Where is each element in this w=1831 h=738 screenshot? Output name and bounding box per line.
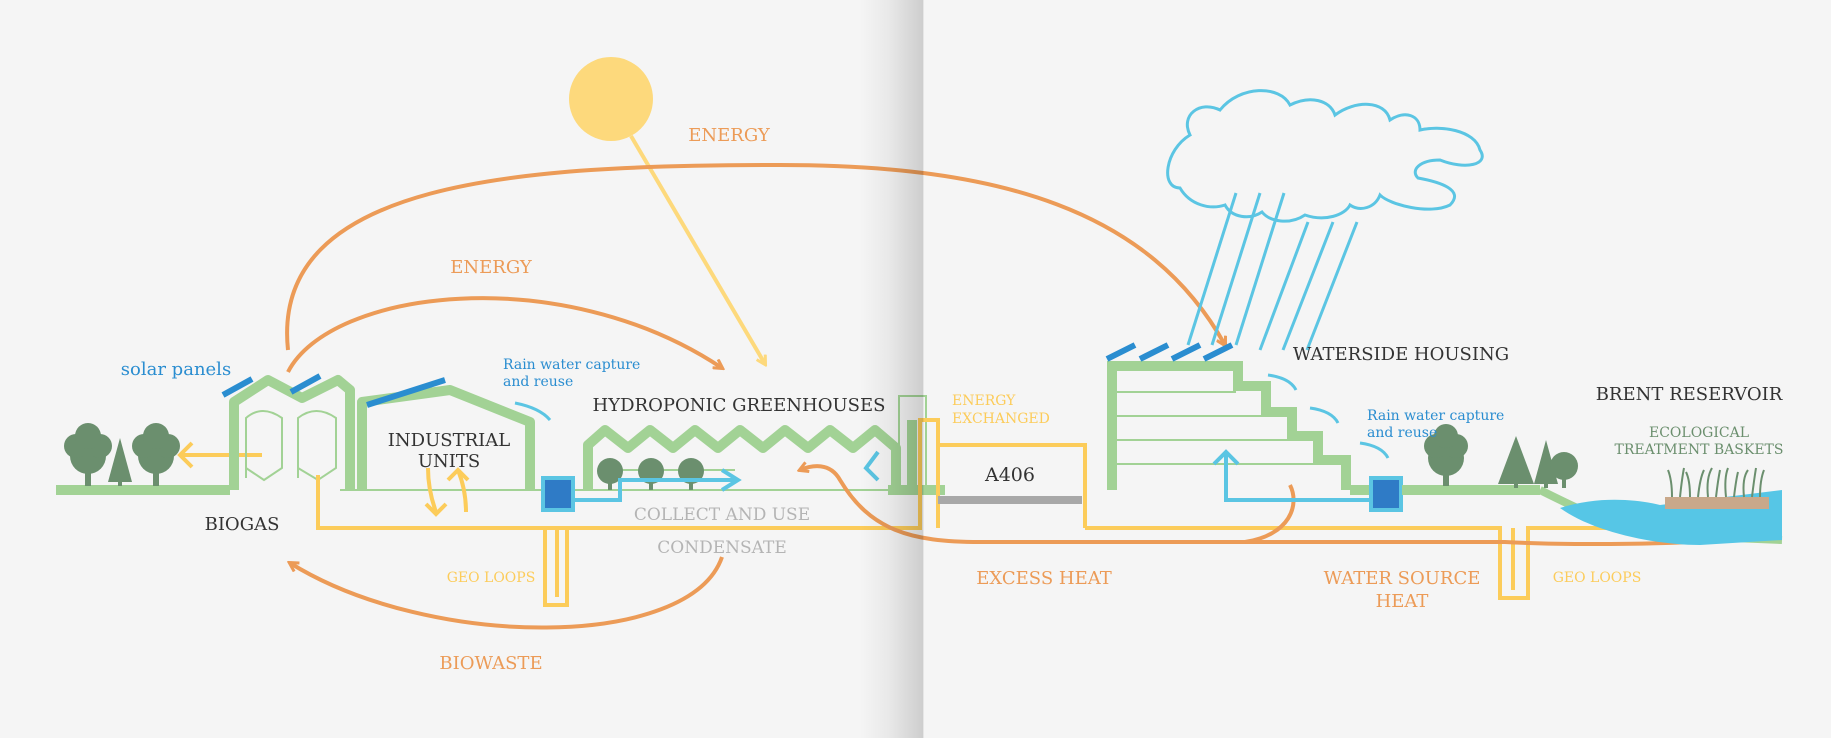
sun-energy-arrow — [629, 134, 765, 364]
label-brent: BRENT RESERVOIR — [1596, 384, 1783, 405]
hydroponic-greenhouses — [583, 425, 901, 490]
plants — [597, 458, 704, 490]
label-geo-loops-right: GEO LOOPS — [1553, 570, 1642, 586]
arrow-down-icon — [426, 467, 438, 513]
solar-panel — [366, 377, 446, 408]
tree-icon — [132, 423, 180, 486]
label-geo-loops-left: GEO LOOPS — [447, 570, 536, 586]
solar-panel — [1105, 342, 1137, 362]
rain — [1186, 192, 1359, 351]
arrow-left-icon — [177, 441, 194, 469]
label-collect-2: CONDENSATE — [657, 538, 786, 558]
rain-drop-icon — [1309, 406, 1340, 424]
tree-icon — [64, 423, 112, 486]
excess-heat-line — [800, 466, 1721, 547]
tree-icon — [108, 438, 132, 486]
solar-panel — [289, 373, 322, 395]
label-rain-capture-left-1: Rain water capture — [503, 357, 640, 373]
water-tank — [541, 476, 575, 512]
geo-loop-left — [543, 528, 569, 607]
solar-panel — [1138, 342, 1170, 362]
arrow-up-icon — [1212, 449, 1240, 466]
label-rain-capture-left-2: and reuse — [503, 374, 573, 390]
water-flow-line — [1224, 452, 1371, 502]
solar-panel — [221, 376, 254, 398]
rain-drop-icon — [1267, 373, 1298, 391]
label-energy-exchanged-2: EXCHANGED — [952, 411, 1050, 427]
label-energy-top: ENERGY — [688, 125, 771, 146]
energy-arc-small — [286, 296, 722, 373]
arrow-left-icon — [863, 450, 880, 482]
arrow-right-icon — [720, 468, 742, 492]
reeds — [1667, 467, 1765, 498]
energy-arc-large — [285, 162, 1225, 351]
solar-panel — [1170, 342, 1202, 362]
tree-icon — [1424, 424, 1468, 486]
label-road: A406 — [984, 464, 1035, 486]
label-energy-mid: ENERGY — [450, 257, 533, 278]
water-tank — [1369, 476, 1403, 512]
label-industrial-1: INDUSTRIAL — [388, 430, 510, 451]
heat-line-right — [1085, 526, 1720, 600]
tree-icon — [1498, 436, 1534, 488]
label-collect-1: COLLECT AND USE — [634, 505, 810, 525]
water-source-heat-line — [1244, 484, 1296, 544]
label-water-source-2: HEAT — [1376, 591, 1429, 612]
water-flow-line — [573, 478, 738, 502]
label-energy-exchanged-1: ENERGY — [952, 393, 1016, 409]
label-biowaste: BIOWASTE — [439, 653, 542, 674]
rain-drop-icon — [1359, 441, 1390, 459]
page-fold-shadow — [860, 0, 924, 738]
label-solar-panels: solar panels — [121, 359, 231, 380]
energy-exchanged-line — [938, 443, 1087, 528]
industrial-units-building — [357, 377, 535, 517]
tree-icon — [1550, 452, 1578, 488]
trees-right — [1424, 424, 1578, 488]
treatment-basket — [1665, 497, 1769, 509]
label-ecological-2: TREATMENT BASKETS — [1615, 442, 1784, 458]
label-rain-capture-right-2: and reuse — [1367, 425, 1437, 441]
label-ecological-1: ECOLOGICAL — [1649, 425, 1749, 441]
solar-panel — [1202, 342, 1234, 362]
trees-left — [64, 423, 180, 486]
label-industrial-2: UNITS — [418, 451, 480, 472]
label-waterside: WATERSIDE HOUSING — [1293, 344, 1509, 365]
biogas-building — [221, 373, 355, 490]
sun-icon — [569, 57, 653, 141]
biowaste-arc — [290, 556, 724, 630]
label-biogas: BIOGAS — [205, 514, 280, 535]
label-rain-capture-right-1: Rain water capture — [1367, 408, 1504, 424]
label-excess-heat: EXCESS HEAT — [976, 568, 1111, 589]
rain-drop-icon — [514, 401, 552, 422]
sun — [569, 57, 765, 364]
label-water-source-1: WATER SOURCE — [1324, 568, 1481, 589]
heat-line-left — [316, 418, 940, 530]
label-hydroponic: HYDROPONIC GREENHOUSES — [593, 395, 886, 416]
cloud-icon — [1166, 89, 1484, 223]
